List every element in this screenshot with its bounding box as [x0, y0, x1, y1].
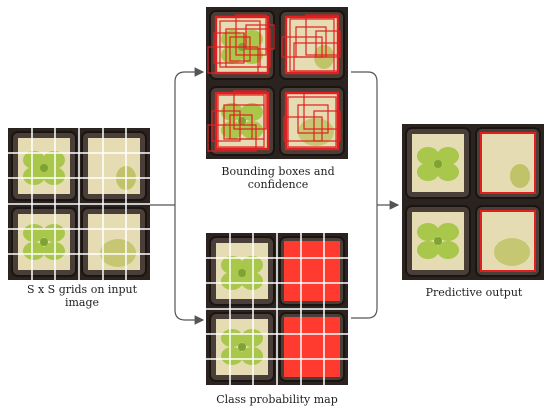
- input-image-panel: [8, 128, 150, 280]
- bounding-boxes-panel: [206, 7, 348, 159]
- arrow-from-class-map: [351, 205, 378, 319]
- plant-icon: [417, 223, 459, 259]
- bounding-boxes: [207, 14, 341, 152]
- arrow-from-bounding: [351, 71, 378, 205]
- detection-boxes: [480, 132, 536, 272]
- class-map-label: Class probability map: [216, 393, 338, 406]
- plant-icon: [23, 151, 65, 185]
- class-region: [284, 241, 340, 301]
- arrow-to-bounding: [174, 67, 205, 205]
- input-label: S x S grids on input image: [26, 283, 138, 309]
- class-probability-panel: [206, 233, 348, 385]
- plant-icon: [221, 256, 263, 290]
- bounding-label: Bounding boxes and confidence: [221, 165, 335, 191]
- bounding-boxes-confident: [214, 15, 340, 151]
- predictive-output-panel: [402, 124, 544, 280]
- class-region: [284, 317, 340, 377]
- output-label: Predictive output: [425, 286, 523, 299]
- plant-icon: [417, 147, 459, 181]
- arrow-to-class-map: [174, 205, 205, 325]
